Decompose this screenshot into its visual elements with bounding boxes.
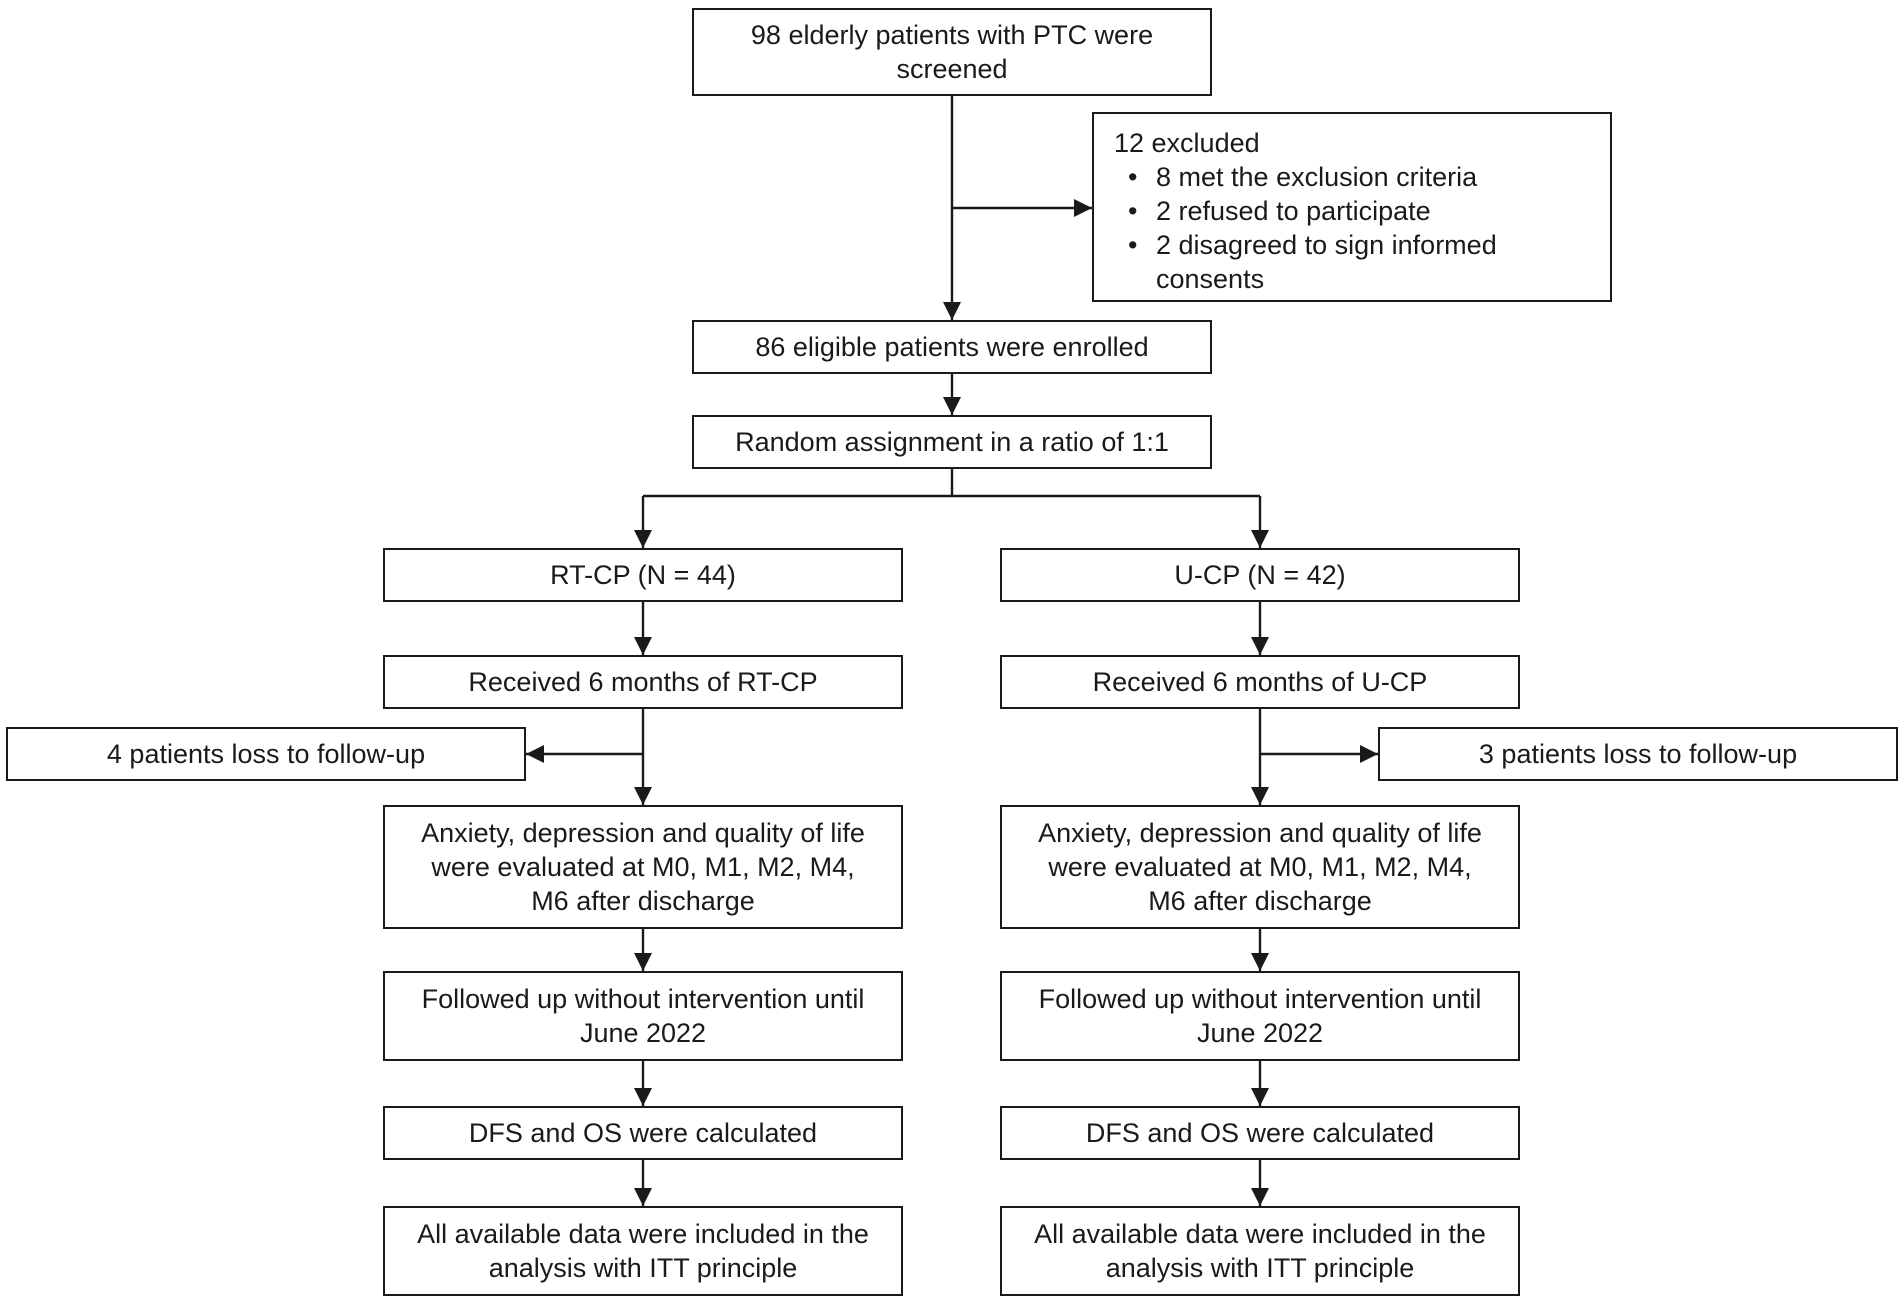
exclusion-reason-line: 2 refused to participate [1156, 196, 1431, 226]
arrowhead [943, 302, 961, 320]
ucp-received-label: Received 6 months of U-CP [1092, 667, 1428, 697]
exclusion-reason-line: consents [1156, 264, 1265, 294]
arrowhead [1251, 637, 1269, 655]
rtcp-analysis-line-2: analysis with ITT principle [488, 1253, 798, 1283]
rtcp-evaluation-line-1: Anxiety, depression and quality of life [421, 818, 865, 848]
arrowhead [943, 397, 961, 415]
screened-line-2: screened [896, 54, 1008, 84]
arrowhead [1251, 530, 1269, 548]
ucp-group-box: U-CP (N = 42) [1000, 548, 1520, 602]
exclusion-reasons: 8 met the exclusion criteria 2 refused t… [1114, 160, 1497, 296]
rtcp-evaluation-line-2: were evaluated at M0, M1, M2, M4, [431, 852, 855, 882]
excluded-title: 12 excluded [1114, 128, 1260, 158]
excluded-box: 12 excluded 8 met the exclusion criteria… [1092, 112, 1612, 302]
rtcp-analysis-box: All available data were included in the … [383, 1206, 903, 1296]
rtcp-followup-line-1: Followed up without intervention until [421, 984, 865, 1014]
rtcp-received-label: Received 6 months of RT-CP [468, 667, 818, 697]
ucp-calculation-box: DFS and OS were calculated [1000, 1106, 1520, 1160]
enrolled-label: 86 eligible patients were enrolled [755, 332, 1149, 362]
ucp-group-label: U-CP (N = 42) [1174, 560, 1346, 590]
rtcp-evaluation-box: Anxiety, depression and quality of life … [383, 805, 903, 929]
rtcp-group-label: RT-CP (N = 44) [550, 560, 736, 590]
arrowhead [634, 1088, 652, 1106]
exclusion-reason-line: 2 disagreed to sign informed [1156, 230, 1497, 260]
ucp-received-box: Received 6 months of U-CP [1000, 655, 1520, 709]
exclusion-reason: 8 met the exclusion criteria [1114, 160, 1497, 194]
arrowhead [1360, 745, 1378, 763]
ucp-loss-box: 3 patients loss to follow-up [1378, 727, 1898, 781]
arrowhead [634, 637, 652, 655]
rtcp-followup-box: Followed up without intervention until J… [383, 971, 903, 1061]
ucp-analysis-box: All available data were included in the … [1000, 1206, 1520, 1296]
arrowhead [1074, 199, 1092, 217]
ucp-followup-box: Followed up without intervention until J… [1000, 971, 1520, 1061]
ucp-evaluation-box: Anxiety, depression and quality of life … [1000, 805, 1520, 929]
arrowhead [634, 1188, 652, 1206]
arrowhead [1251, 953, 1269, 971]
arrowhead [634, 787, 652, 805]
rtcp-calculation-box: DFS and OS were calculated [383, 1106, 903, 1160]
rtcp-followup-line-2: June 2022 [579, 1018, 707, 1048]
arrowhead [526, 745, 544, 763]
exclusion-reason: 2 disagreed to sign informed consents [1114, 228, 1497, 296]
rtcp-loss-label: 4 patients loss to follow-up [106, 739, 426, 769]
exclusion-reason: 2 refused to participate [1114, 194, 1497, 228]
arrowhead [1251, 787, 1269, 805]
ucp-calculation-label: DFS and OS were calculated [1085, 1118, 1435, 1148]
rtcp-calculation-label: DFS and OS were calculated [468, 1118, 818, 1148]
arrowhead [1251, 1188, 1269, 1206]
arrowhead [634, 953, 652, 971]
rtcp-group-box: RT-CP (N = 44) [383, 548, 903, 602]
randomization-box: Random assignment in a ratio of 1:1 [692, 415, 1212, 469]
rtcp-evaluation-line-3: M6 after discharge [531, 886, 755, 916]
ucp-analysis-line-1: All available data were included in the [1034, 1219, 1486, 1249]
ucp-followup-line-1: Followed up without intervention until [1038, 984, 1482, 1014]
ucp-evaluation-line-1: Anxiety, depression and quality of life [1038, 818, 1482, 848]
rtcp-analysis-line-1: All available data were included in the [417, 1219, 869, 1249]
ucp-followup-line-2: June 2022 [1196, 1018, 1324, 1048]
randomization-label: Random assignment in a ratio of 1:1 [735, 427, 1169, 457]
enrolled-box: 86 eligible patients were enrolled [692, 320, 1212, 374]
exclusion-reason-line: 8 met the exclusion criteria [1156, 162, 1478, 192]
ucp-analysis-line-2: analysis with ITT principle [1105, 1253, 1415, 1283]
arrowhead [634, 530, 652, 548]
screened-box: 98 elderly patients with PTC were screen… [692, 8, 1212, 96]
arrowhead [1251, 1088, 1269, 1106]
rtcp-received-box: Received 6 months of RT-CP [383, 655, 903, 709]
ucp-evaluation-line-2: were evaluated at M0, M1, M2, M4, [1048, 852, 1472, 882]
rtcp-loss-box: 4 patients loss to follow-up [6, 727, 526, 781]
ucp-loss-label: 3 patients loss to follow-up [1478, 739, 1798, 769]
screened-line-1: 98 elderly patients with PTC were [750, 20, 1154, 50]
ucp-evaluation-line-3: M6 after discharge [1148, 886, 1372, 916]
